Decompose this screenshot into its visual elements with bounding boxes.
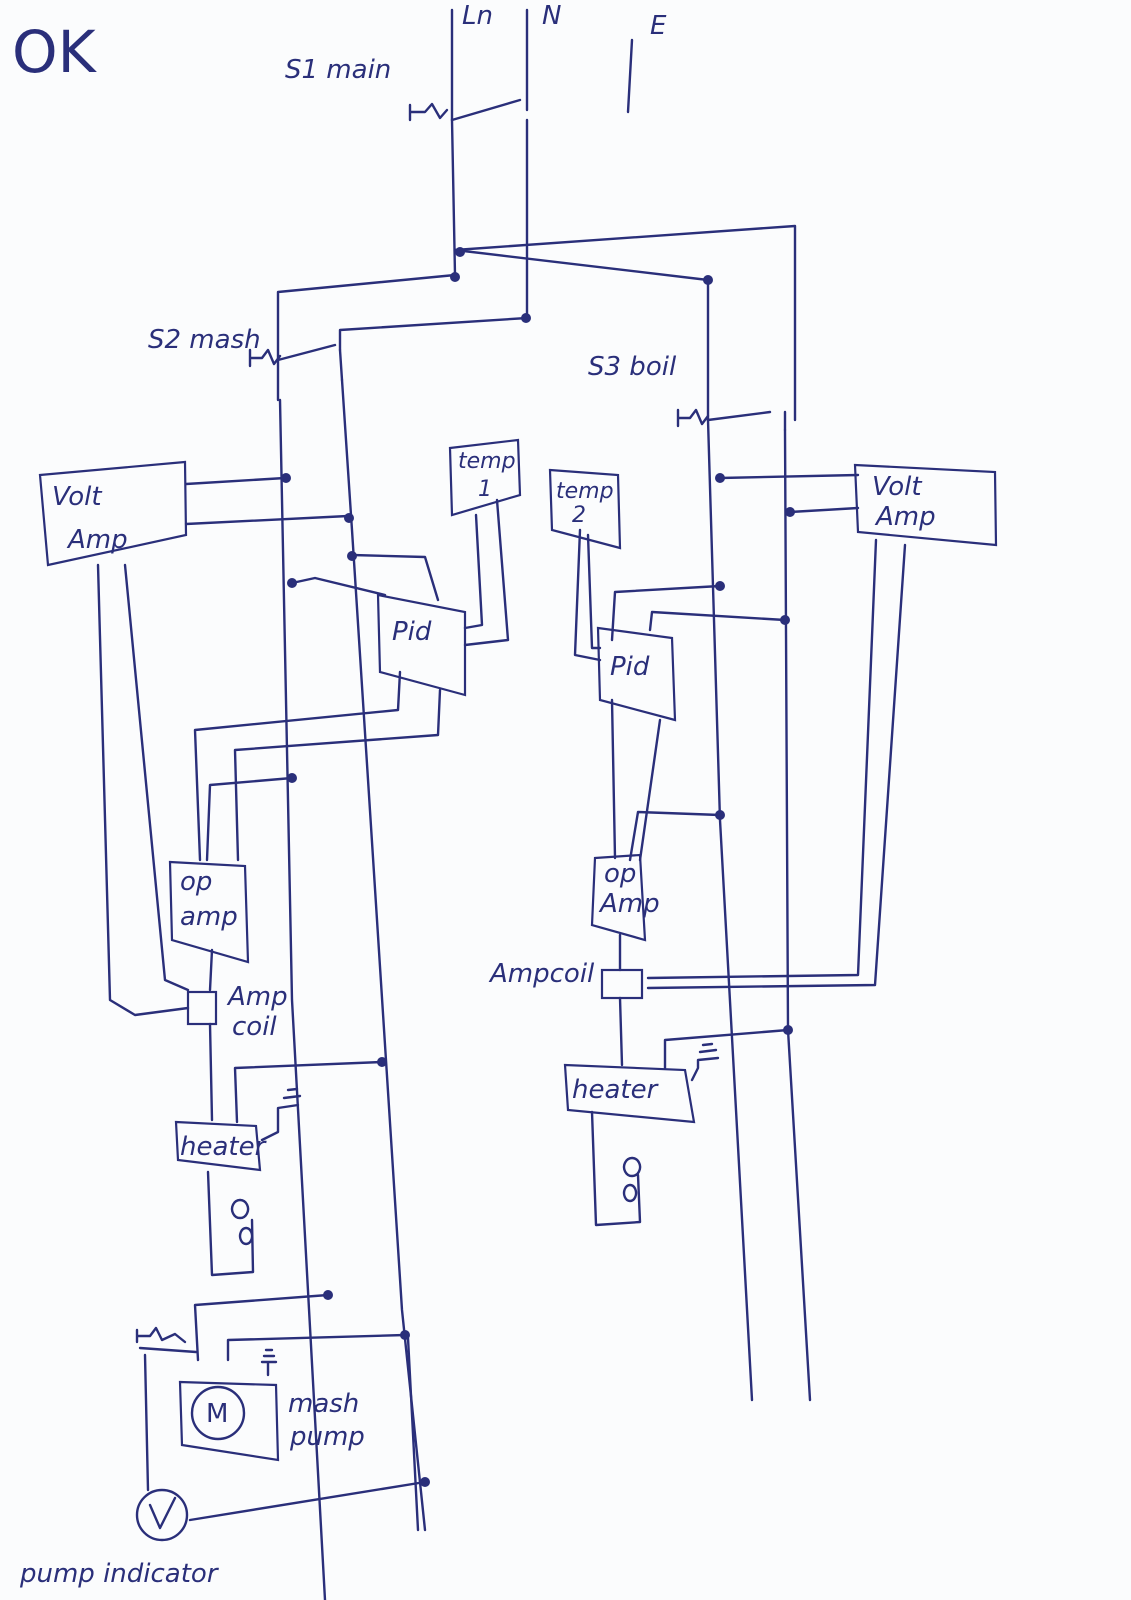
right-amp-coil: Ampcoil [488,959,644,1067]
main-supply-wiring [276,8,797,422]
switch-mash-label: S2 mash [148,325,261,355]
supply-neutral-label: N [542,1,561,31]
supply-earth-label: E [650,11,667,41]
svg-text:op: op [180,867,212,897]
switch-mash [248,343,344,382]
switch-main-label: S1 main [285,55,391,85]
svg-text:pump: pump [289,1422,365,1452]
svg-text:Pid: Pid [392,617,432,647]
switch-boil-label: S3 boil [588,352,677,382]
svg-text:Volt: Volt [872,472,922,502]
svg-text:Volt: Volt [52,482,102,512]
svg-text:mash: mash [288,1389,359,1419]
svg-text:Ampcoil: Ampcoil [488,959,595,989]
svg-text:pump indicator: pump indicator [19,1559,220,1589]
pump-indicator: pump indicator [19,1488,220,1589]
left-op-amp: op amp [168,860,250,992]
svg-text:Amp: Amp [226,982,288,1012]
svg-text:temp: temp [556,479,614,504]
svg-text:temp: temp [458,449,516,474]
right-bus [706,418,812,1402]
mash-pump: M mash pump [135,1293,427,1532]
left-bus [278,378,427,1600]
svg-text:heater: heater [572,1075,660,1105]
right-heater: heater [563,1028,790,1227]
svg-text:amp: amp [180,902,238,932]
supply-line-label: Ln [462,1,493,31]
svg-text:1: 1 [478,477,492,502]
motor-symbol: M [206,1399,228,1429]
svg-text:Amp: Amp [874,502,936,532]
svg-text:coil: coil [232,1012,277,1042]
svg-text:heater: heater [180,1132,268,1162]
svg-text:Amp: Amp [66,525,128,555]
right-pid-controller: Pid [596,584,787,862]
switch-boil [676,278,787,432]
svg-text:Pid: Pid [610,652,650,682]
svg-text:op: op [604,859,636,889]
right-temp-sensor: temp 2 [548,468,622,662]
left-heater: heater [174,1060,384,1277]
left-amp-coil: Amp coil [186,982,288,1122]
right-volt-amp-meter: Volt Amp [646,463,998,990]
junction-dots [281,247,795,1487]
ok-mark: OK [12,18,98,86]
svg-text:Amp: Amp [598,889,660,919]
svg-text:2: 2 [572,503,586,528]
left-pid-controller: Pid [193,553,467,862]
right-op-amp: op Amp [590,853,660,972]
left-volt-amp-meter: Volt Amp [38,460,350,1017]
left-temp-sensor: temp 1 [448,438,522,647]
